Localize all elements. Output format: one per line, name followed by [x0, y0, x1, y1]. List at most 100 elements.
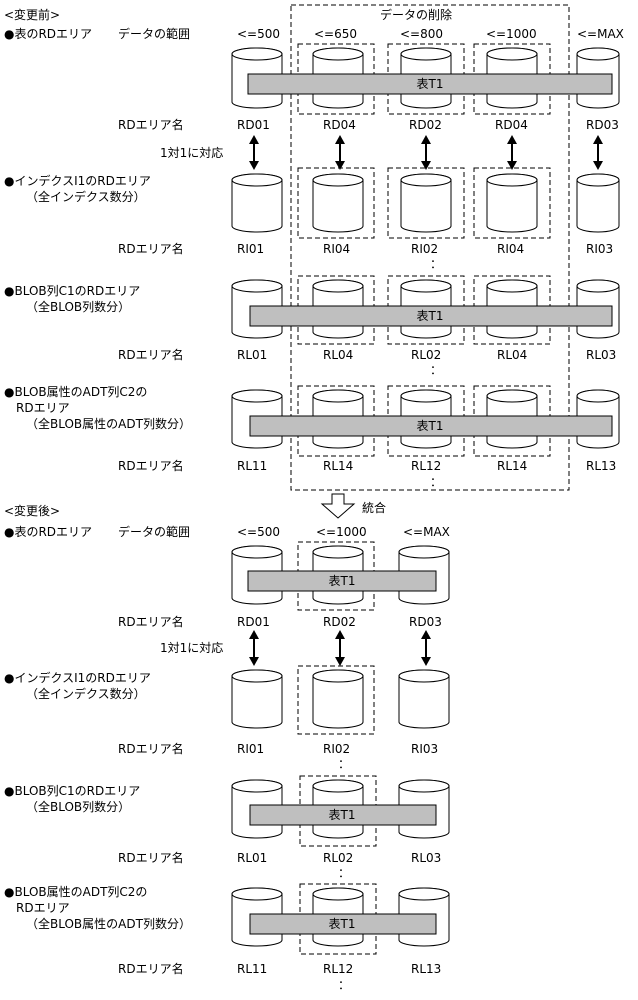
- cylinder-top: [312, 279, 364, 293]
- rd-area-name-label: RDエリア名: [118, 347, 184, 362]
- rd-area-name: RL01: [237, 851, 267, 865]
- before-adt-area-subtitle: （全BLOB属性のADT列数分）: [26, 416, 191, 431]
- cylinder-top: [398, 887, 450, 901]
- mapping-arrow: [335, 630, 345, 666]
- cylinder-top: [486, 389, 538, 403]
- rd-area-name: RL11: [237, 459, 267, 473]
- rd-area-name: RL14: [323, 459, 353, 473]
- cylinder-top: [231, 389, 283, 403]
- arrow-head-down-icon: [249, 657, 259, 666]
- rd-area-name: RL02: [411, 348, 441, 362]
- cylinder-top: [312, 389, 364, 403]
- rd-area-cylinder: [312, 669, 364, 729]
- table-band: [249, 305, 613, 327]
- cylinder-top: [312, 173, 364, 187]
- cylinder-top: [398, 779, 450, 793]
- rd-area-name-label: RDエリア名: [118, 961, 184, 976]
- before-range-label: データの範囲: [118, 26, 190, 41]
- rd-area-name-label: RDエリア名: [118, 241, 184, 256]
- rd-area-name: RD01: [237, 615, 270, 629]
- rd-area-name: RD04: [495, 118, 528, 132]
- rd-area-name: RI02: [323, 742, 350, 756]
- rd-area-name: RI04: [323, 242, 350, 256]
- ellipsis: ：: [338, 757, 350, 771]
- cylinder-top: [231, 279, 283, 293]
- after-adt-area-title-line2: RDエリア: [16, 901, 70, 915]
- ellipsis: ：: [338, 978, 350, 992]
- rd-area-name: RD04: [323, 118, 356, 132]
- rd-area-name-label: RDエリア名: [118, 850, 184, 865]
- rd-area-name: RD03: [586, 118, 619, 132]
- arrow-head-up-icon: [249, 630, 259, 639]
- table-band: [249, 913, 437, 935]
- arrow-head-up-icon: [335, 135, 345, 144]
- cylinder-top: [312, 47, 364, 61]
- mapping-arrow: [249, 135, 259, 170]
- cylinder-top: [312, 779, 364, 793]
- before-blob-area-title: ●BLOB列C1のRDエリア: [4, 284, 140, 298]
- arrow-head-up-icon: [335, 630, 345, 639]
- rd-area-name: RL01: [237, 348, 267, 362]
- arrow-head-down-icon: [335, 161, 345, 170]
- mapping-arrow: [249, 630, 259, 666]
- range-label: <=500: [237, 525, 280, 539]
- table-band-label: 表T1: [417, 309, 444, 323]
- rd-area-name: RD02: [323, 615, 356, 629]
- table-band: [249, 415, 613, 437]
- rd-area-name-label: RDエリア名: [118, 741, 184, 756]
- table-band: [247, 73, 613, 95]
- rd-area-name: RI03: [586, 242, 613, 256]
- after-index-area-title: ●インデクスI1のRDエリア: [4, 670, 151, 685]
- rd-area-name: RL03: [411, 851, 441, 865]
- arrow-head-up-icon: [507, 135, 517, 144]
- before-adt-area-title-line2: RDエリア: [16, 401, 70, 415]
- cylinder-top: [400, 389, 452, 403]
- rd-area-name: RL14: [497, 459, 527, 473]
- cylinder-top: [486, 47, 538, 61]
- deleted-area-box: [297, 167, 375, 239]
- range-label: <=MAX: [577, 27, 624, 41]
- after-table-area-title: ●表のRDエリア: [4, 525, 92, 539]
- cylinder-top: [231, 887, 283, 901]
- before-table-area-title: ●表のRDエリア: [4, 27, 92, 41]
- rd-area-cylinder: [312, 173, 364, 233]
- table-band: [247, 570, 437, 592]
- cylinder-top: [231, 669, 283, 683]
- after-blob-area-subtitle: （全BLOB列数分）: [26, 799, 130, 814]
- after-range-label: データの範囲: [118, 524, 190, 539]
- table-band-label: 表T1: [329, 574, 356, 588]
- rd-area-name: RI01: [237, 242, 264, 256]
- rd-area-name: RL13: [411, 962, 441, 976]
- cylinder-top: [312, 669, 364, 683]
- cylinder-top: [576, 389, 620, 403]
- deleted-area-box: [387, 167, 465, 239]
- rd-area-cylinder: [486, 173, 538, 233]
- rd-area-name: RI04: [497, 242, 524, 256]
- rd-area-cylinder: [400, 173, 452, 233]
- table-band-label: 表T1: [329, 917, 356, 931]
- cylinder-top: [576, 173, 620, 187]
- rd-area-name: RL04: [497, 348, 527, 362]
- table-band-label: 表T1: [417, 419, 444, 433]
- before-index-area-title: ●インデクスI1のRDエリア: [4, 173, 151, 188]
- table-band-label: 表T1: [417, 77, 444, 91]
- rd-area-name: RD03: [409, 615, 442, 629]
- cylinder-top: [400, 173, 452, 187]
- after-blob-area-title: ●BLOB列C1のRDエリア: [4, 784, 140, 798]
- rd-area-cylinder: [231, 173, 283, 233]
- arrow-head-down-icon: [249, 161, 259, 170]
- mapping-arrow: [593, 135, 603, 170]
- after-index-area-subtitle: （全インデクス数分）: [26, 686, 146, 701]
- rd-area-name: RL12: [323, 962, 353, 976]
- cylinder-top: [486, 173, 538, 187]
- range-label: <=650: [314, 27, 357, 41]
- cylinder-top: [398, 545, 450, 559]
- cylinder-top: [312, 545, 364, 559]
- before-blob-area-subtitle: （全BLOB列数分）: [26, 299, 130, 314]
- arrow-head-up-icon: [421, 630, 431, 639]
- rd-area-name: RL03: [586, 348, 616, 362]
- rd-area-name-label: RDエリア名: [118, 458, 184, 473]
- rd-area-cylinder: [398, 669, 450, 729]
- arrow-head-down-icon: [421, 657, 431, 666]
